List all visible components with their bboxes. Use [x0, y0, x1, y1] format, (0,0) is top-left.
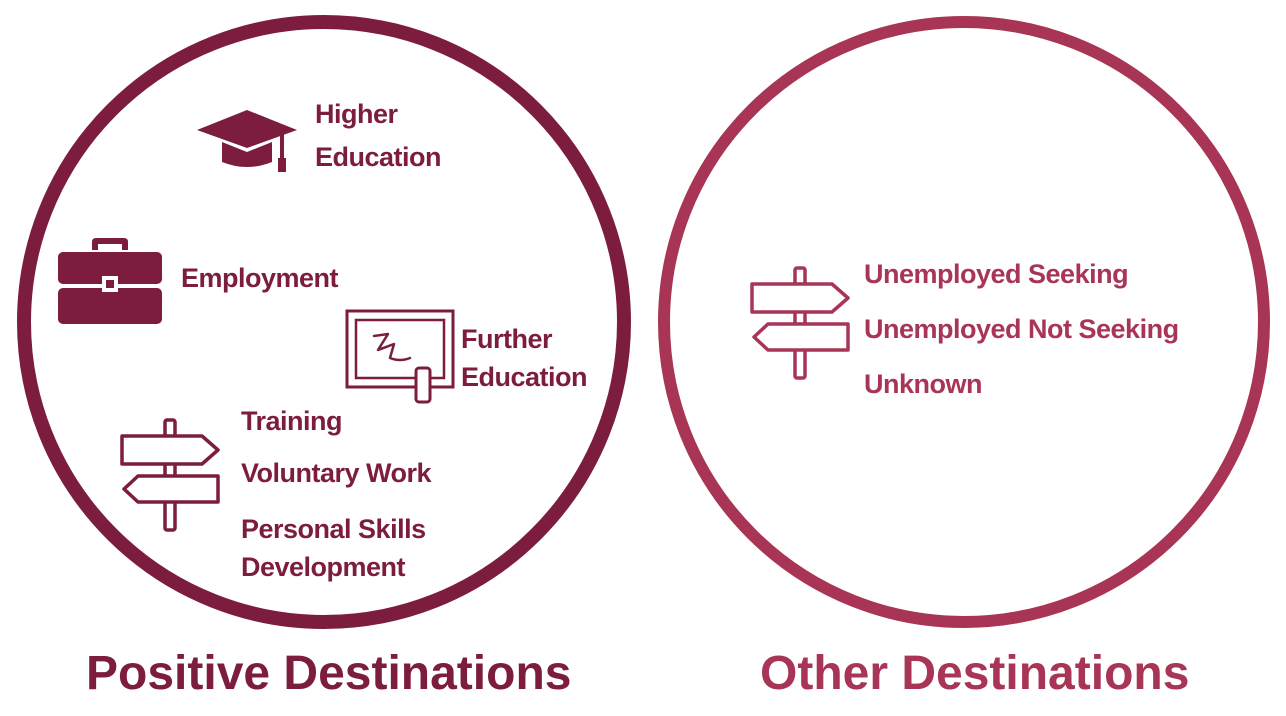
voluntary-work-label: Voluntary Work	[241, 458, 432, 488]
employment-label: Employment	[181, 263, 339, 293]
unknown-label: Unknown	[864, 369, 983, 399]
training-label: Training	[241, 406, 343, 436]
further-education-line1: Further	[461, 324, 553, 354]
positive-destinations-circle	[17, 15, 631, 629]
higher-education-line2: Education	[315, 142, 442, 172]
unemployed-not-seeking-label: Unemployed Not Seeking	[864, 314, 1179, 344]
positive-destinations-title: Positive Destinations	[86, 647, 572, 700]
whiteboard-icon	[345, 309, 455, 404]
other-destinations-title: Other Destinations	[760, 647, 1190, 700]
signpost-icon	[120, 418, 220, 532]
signpost-icon	[750, 266, 850, 380]
unemployed-seeking-label: Unemployed Seeking	[864, 259, 1129, 289]
higher-education-line1: Higher	[315, 99, 398, 129]
graduation-cap-icon	[197, 110, 297, 172]
further-education-line2: Education	[461, 362, 588, 392]
personal-skills-line2: Development	[241, 552, 406, 582]
personal-skills-line1: Personal Skills	[241, 514, 426, 544]
other-destinations-circle	[658, 16, 1270, 628]
briefcase-icon	[58, 238, 162, 324]
